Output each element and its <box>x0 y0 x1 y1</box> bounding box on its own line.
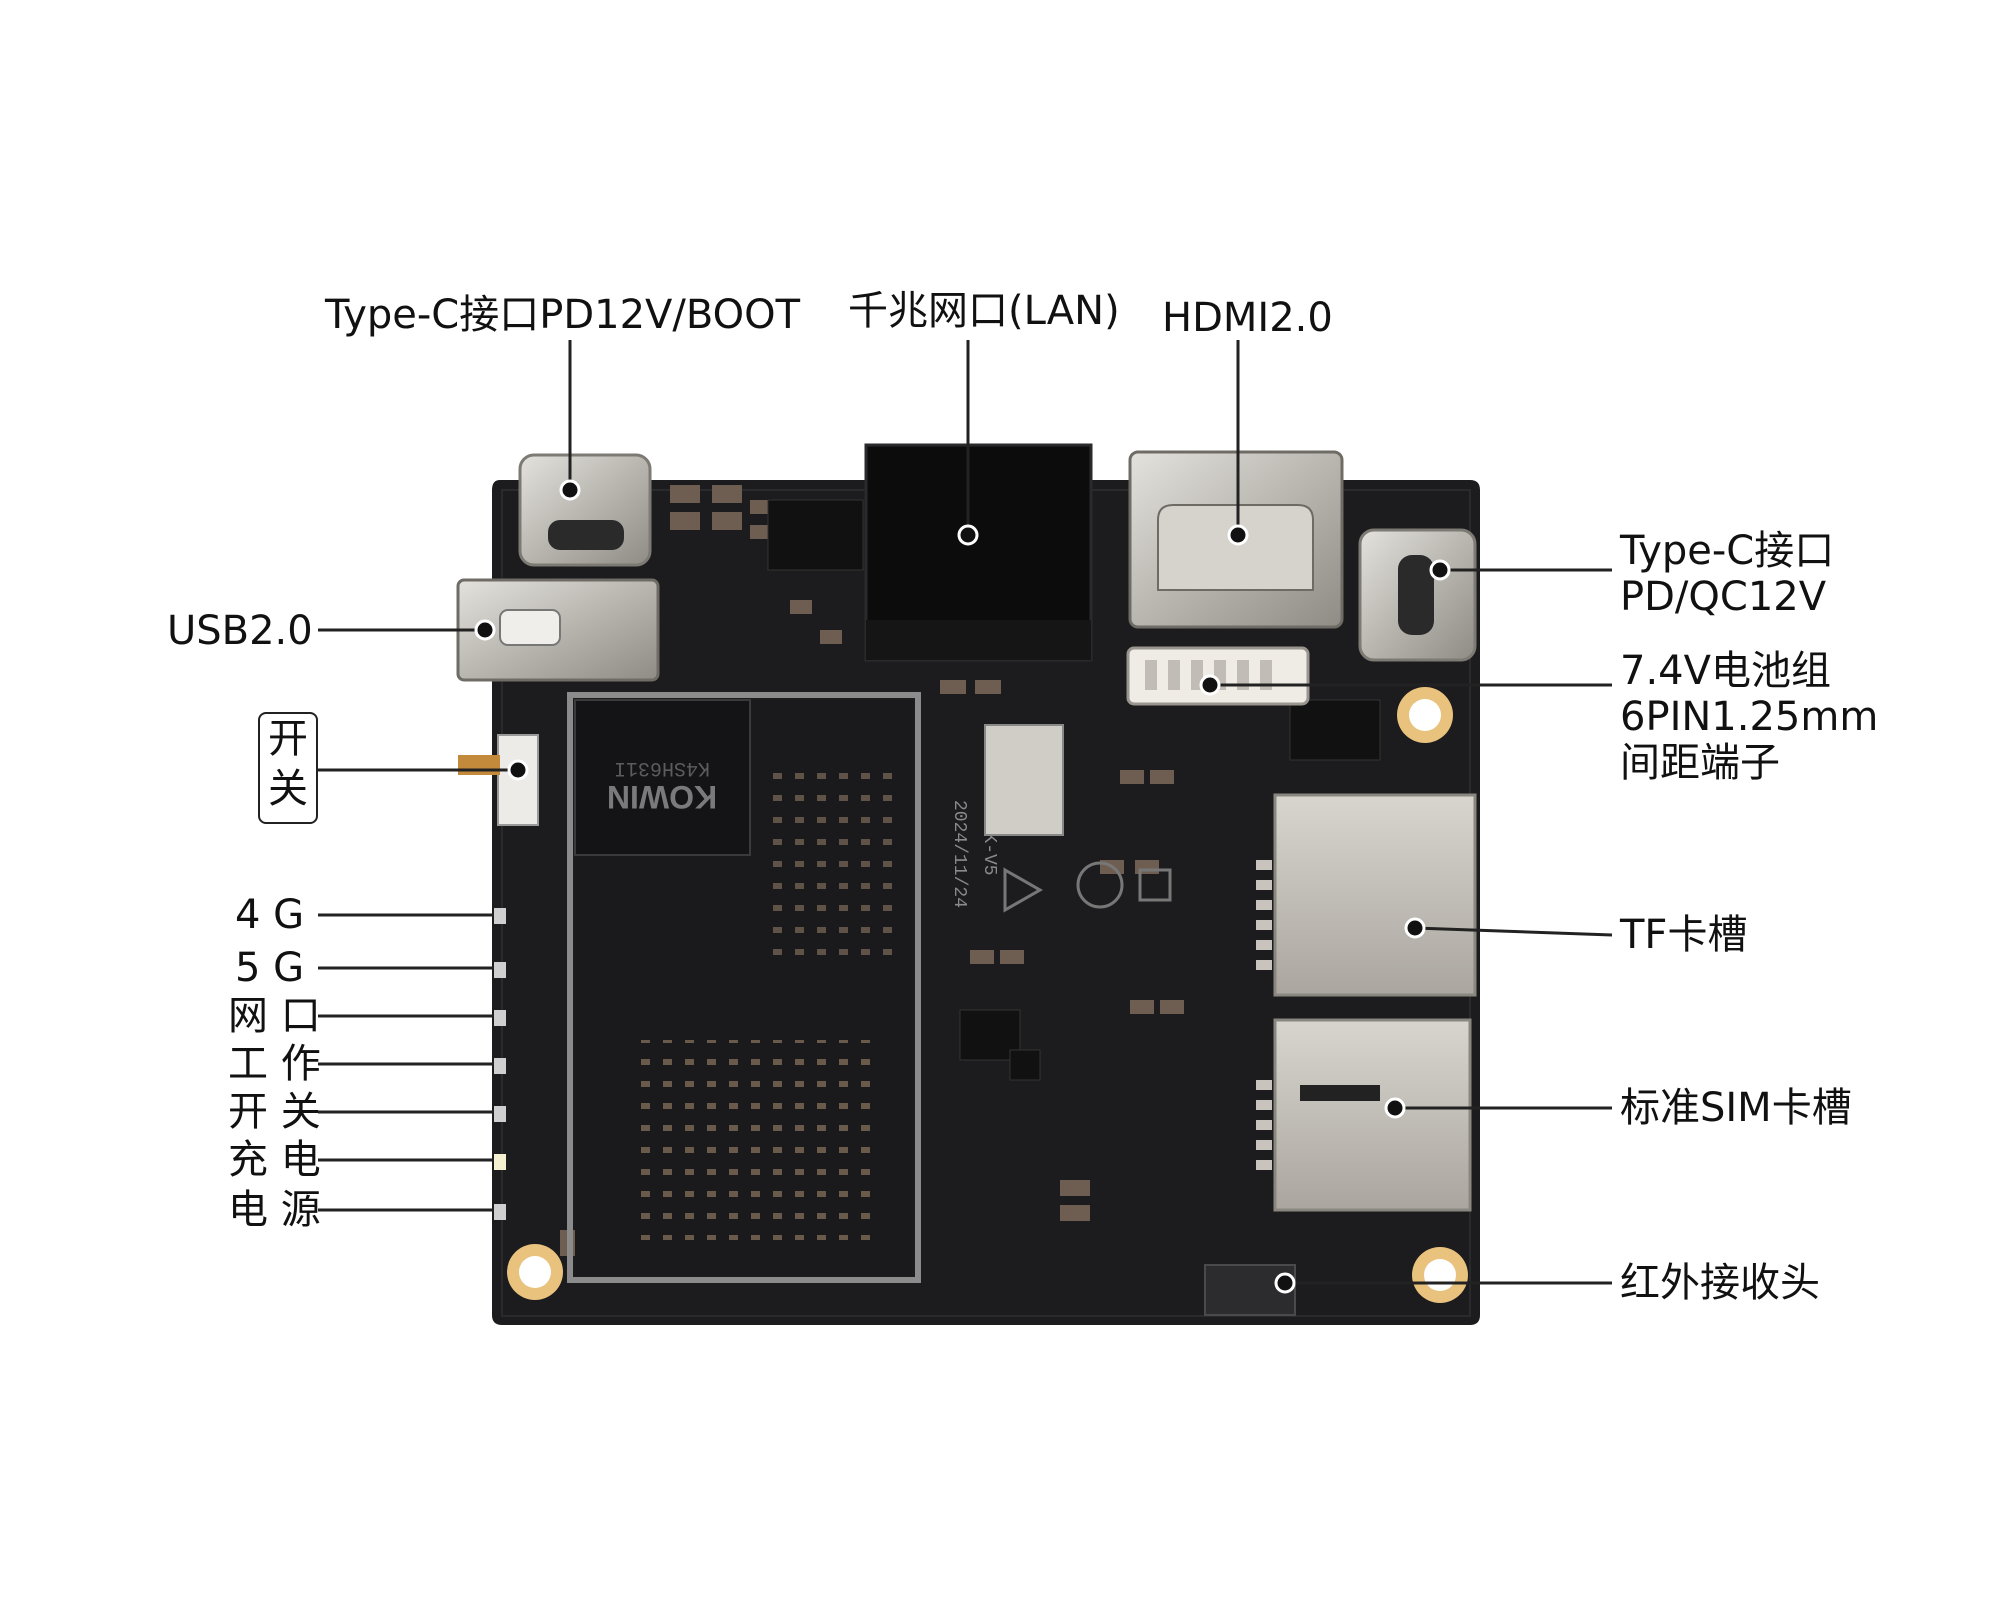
label-led-5g: 5 G <box>235 945 305 991</box>
label-switch-bottom: 关 <box>268 766 308 812</box>
label-led-switch: 开 关 <box>228 1089 321 1135</box>
leader-dots <box>474 479 1451 1294</box>
chip-part-text: K4SH631I <box>614 756 710 779</box>
label-led-charge: 充 电 <box>228 1137 321 1183</box>
fpc-connector <box>984 724 1064 836</box>
status-leds <box>494 908 506 1220</box>
mounting-holes <box>507 687 1468 1303</box>
cert-mark <box>1076 861 1124 909</box>
label-led-4g: 4 G <box>235 892 305 938</box>
label-tf: TF卡槽 <box>1620 912 1748 958</box>
cpu-area-outline <box>567 692 921 1283</box>
memory-chip <box>574 699 751 856</box>
label-led-power: 电 源 <box>228 1187 321 1233</box>
label-led-net: 网 口 <box>228 993 321 1039</box>
label-lan: 千兆网口(LAN) <box>848 288 1120 334</box>
leader-lines <box>318 340 1613 1285</box>
cpu-area-components <box>640 1040 880 1240</box>
label-sim: 标准SIM卡槽 <box>1620 1085 1852 1131</box>
switch-label-box: 开 关 <box>258 712 318 824</box>
label-hdmi: HDMI2.0 <box>1162 295 1333 341</box>
black-ics <box>767 499 1381 1081</box>
label-switch-top: 开 <box>268 716 308 762</box>
label-battery: 7.4V电池组 6PIN1.25mm 间距端子 <box>1620 648 1879 786</box>
chip-brand-text: KOWIN <box>607 779 717 815</box>
tf-card-slot <box>1273 793 1477 997</box>
label-led-work: 工 作 <box>228 1041 321 1087</box>
label-ir: 红外接收头 <box>1620 1260 1820 1306</box>
label-typec-boot: Type-C接口PD12V/BOOT <box>325 292 801 338</box>
label-usb: USB2.0 <box>167 608 313 654</box>
board-date-text: 2024/11/24 <box>949 800 969 908</box>
label-typec-pd: Type-C接口 PD/QC12V <box>1620 528 1835 620</box>
sim-card-slot <box>1273 1018 1472 1212</box>
